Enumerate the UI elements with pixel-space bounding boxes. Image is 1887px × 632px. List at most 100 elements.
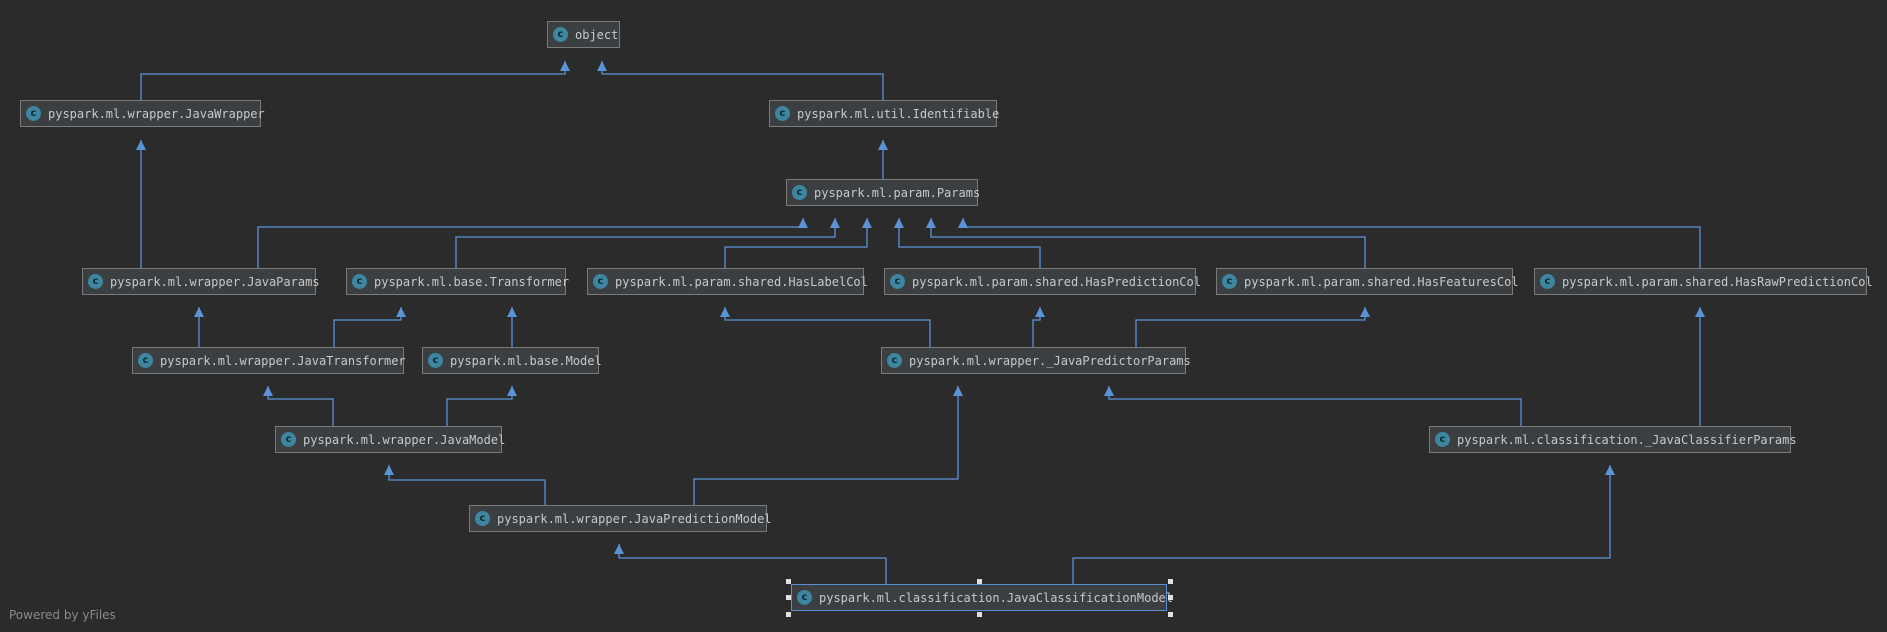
arrowhead-icon [1104,386,1114,396]
node-has-label-col[interactable]: c pyspark.ml.param.shared.HasLabelCol [587,268,868,295]
class-icon: c [890,274,905,289]
edge-has_raw_prediction_col-to-params [962,218,1701,268]
class-icon: c [26,106,41,121]
edge-java_classification_model-to-java_classifier_params [1072,465,1611,584]
class-icon: c [88,274,103,289]
class-icon: c [428,353,443,368]
arrowhead-icon [136,140,146,150]
arrowhead-icon [720,307,730,317]
node-java-model[interactable]: c pyspark.ml.wrapper.JavaModel [275,426,506,453]
arrowhead-icon [560,61,570,71]
arrowhead-icon [953,386,963,396]
class-icon: c [138,353,153,368]
node-label: pyspark.ml.classification.JavaClassifica… [819,590,1174,605]
arrowhead-icon [507,307,517,317]
arrowhead-icon [507,386,517,396]
edge-has_label_col-to-params [724,218,868,268]
arrowhead-icon [958,218,968,228]
selection-handle-bottom-left[interactable] [786,612,791,617]
node-has-raw-prediction-col[interactable]: c pyspark.ml.param.shared.HasRawPredicti… [1534,268,1873,295]
class-icon: c [1540,274,1555,289]
node-identifiable[interactable]: c pyspark.ml.util.Identifiable [769,100,1000,127]
node-java-classifier-params[interactable]: c pyspark.ml.classification._JavaClassif… [1429,426,1797,453]
edge-java_wrapper-to-object [140,61,566,100]
class-icon: c [553,27,568,42]
selection-handle-top-left[interactable] [786,579,791,584]
arrowhead-icon [396,307,406,317]
arrowhead-icon [1605,465,1615,475]
node-has-features-col[interactable]: c pyspark.ml.param.shared.HasFeaturesCol [1216,268,1519,295]
node-label: object [575,27,619,42]
node-label: pyspark.ml.param.shared.HasPredictionCol [912,274,1201,289]
class-icon: c [475,511,490,526]
edge-identifiable-to-object [601,61,884,100]
class-icon: c [593,274,608,289]
selection-handle-bottom-right[interactable] [1168,612,1173,617]
node-label: pyspark.ml.wrapper.JavaPredictionModel [497,511,772,526]
class-icon: c [797,590,812,605]
edge-java_model-to-java_transformer [267,386,334,426]
arrowhead-icon [926,218,936,228]
node-params[interactable]: c pyspark.ml.param.Params [786,179,981,206]
node-java-params[interactable]: c pyspark.ml.wrapper.JavaParams [82,268,320,295]
node-label: pyspark.ml.base.Transformer [374,274,570,289]
arrowhead-icon [263,386,273,396]
arrowhead-icon [878,140,888,150]
node-label: pyspark.ml.param.shared.HasLabelCol [615,274,868,289]
node-label: pyspark.ml.wrapper.JavaParams [110,274,320,289]
node-java-prediction-model[interactable]: c pyspark.ml.wrapper.JavaPredictionModel [469,505,772,532]
edge-java_params-to-params [257,218,804,268]
node-java-predictor-params[interactable]: c pyspark.ml.wrapper._JavaPredictorParam… [881,347,1191,374]
edge-java_predictor_params-to-has_features_col [1135,307,1366,347]
node-label: pyspark.ml.wrapper.JavaModel [303,432,506,447]
arrowhead-icon [597,61,607,71]
class-icon: c [887,353,902,368]
node-transformer[interactable]: c pyspark.ml.base.Transformer [346,268,570,295]
arrowhead-icon [1035,307,1045,317]
node-model[interactable]: c pyspark.ml.base.Model [422,347,602,374]
node-java-transformer[interactable]: c pyspark.ml.wrapper.JavaTransformer [132,347,406,374]
arrowhead-icon [798,218,808,228]
selection-handle-right[interactable] [1168,595,1173,600]
node-label: pyspark.ml.param.Params [814,185,981,200]
selection-handle-top[interactable] [977,579,982,584]
class-icon: c [1435,432,1450,447]
node-java-wrapper[interactable]: c pyspark.ml.wrapper.JavaWrapper [20,100,265,127]
arrowhead-icon [830,218,840,228]
edge-has_features_col-to-params [930,218,1366,268]
edge-java_classification_model-to-java_prediction_model [618,544,887,584]
node-java-classification-model[interactable]: c pyspark.ml.classification.JavaClassifi… [791,584,1173,611]
edge-java_prediction_model-to-java_model [388,465,546,505]
arrowhead-icon [614,544,624,554]
node-label: pyspark.ml.wrapper.JavaWrapper [48,106,265,121]
class-icon: c [775,106,790,121]
class-icon: c [792,185,807,200]
node-label: pyspark.ml.base.Model [450,353,602,368]
class-icon: c [1222,274,1237,289]
node-label: pyspark.ml.wrapper.JavaTransformer [160,353,406,368]
selection-handle-left[interactable] [786,595,791,600]
arrowhead-icon [194,307,204,317]
node-label: pyspark.ml.classification._JavaClassifie… [1457,432,1797,447]
selection-handle-top-right[interactable] [1168,579,1173,584]
powered-by-label: Powered by yFiles [9,608,116,622]
edge-has_prediction_col-to-params [898,218,1041,268]
selection-handle-bottom[interactable] [977,612,982,617]
edge-java_prediction_model-to-java_predictor_params [693,386,959,505]
edge-java_model-to-model [446,386,513,426]
arrowhead-icon [862,218,872,228]
node-has-prediction-col[interactable]: c pyspark.ml.param.shared.HasPredictionC… [884,268,1201,295]
arrowhead-icon [1360,307,1370,317]
edge-java_classifier_params-to-java_predictor_params [1108,386,1522,426]
edge-java_predictor_params-to-has_label_col [724,307,931,347]
arrowhead-icon [384,465,394,475]
node-label: pyspark.ml.param.shared.HasRawPrediction… [1562,274,1873,289]
edge-transformer-to-params [455,218,836,268]
edge-java_transformer-to-transformer [333,307,402,347]
node-label: pyspark.ml.util.Identifiable [797,106,1000,121]
node-object[interactable]: c object [547,21,620,48]
class-icon: c [281,432,296,447]
node-label: pyspark.ml.wrapper._JavaPredictorParams [909,353,1191,368]
